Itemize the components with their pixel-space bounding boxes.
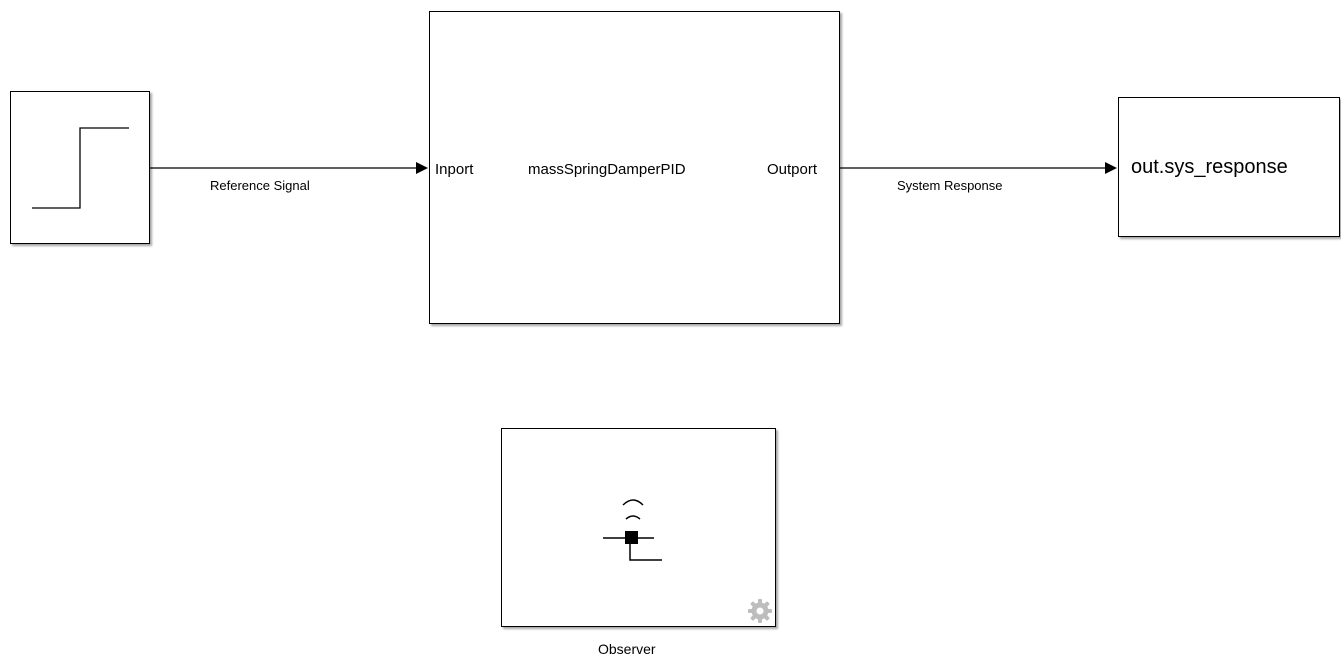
observer-label: Observer <box>598 641 656 657</box>
output-variable-label: out.sys_response <box>1131 156 1288 178</box>
subsystem-name: massSpringDamperPID <box>528 161 686 178</box>
subsystem-block[interactable]: Inport massSpringDamperPID Outport <box>429 11 840 324</box>
inport-label: Inport <box>435 161 474 178</box>
outport-label: Outport <box>767 161 818 178</box>
step-function-icon <box>32 127 129 209</box>
reference-signal-label: Reference Signal <box>210 178 310 193</box>
reference-signal-arrowhead <box>416 162 428 174</box>
observer-block[interactable] <box>501 428 776 627</box>
step-block[interactable] <box>10 91 150 244</box>
observer-icon <box>603 499 662 561</box>
output-block[interactable]: out.sys_response <box>1118 97 1340 237</box>
gear-icon[interactable] <box>746 597 774 625</box>
system-response-arrowhead <box>1105 162 1117 174</box>
system-response-label: System Response <box>897 178 1003 193</box>
